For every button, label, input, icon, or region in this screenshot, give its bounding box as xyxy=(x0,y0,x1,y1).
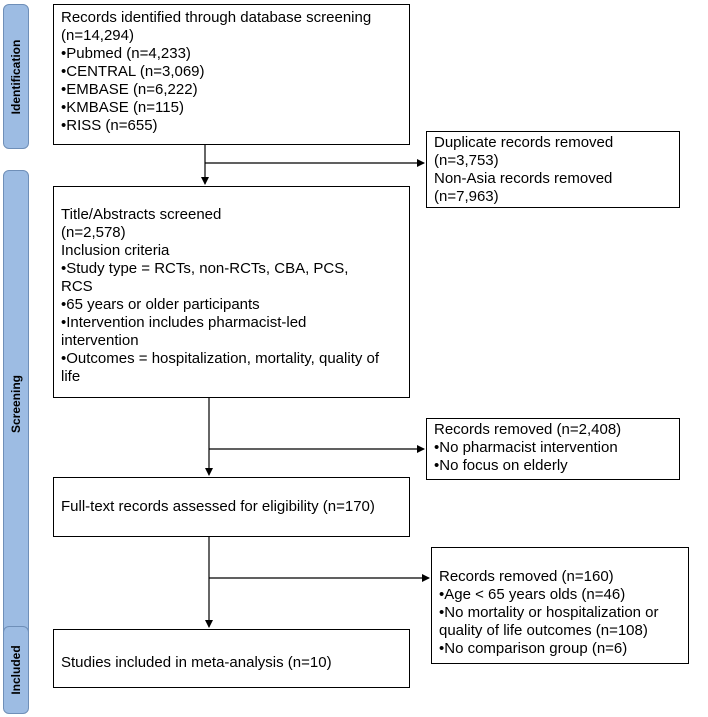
box-line: Records removed (n=160) xyxy=(439,568,614,585)
phase-included: Included xyxy=(3,626,29,714)
box-line: •No comparison group (n=6) xyxy=(439,640,628,657)
box-line: •Study type = RCTs, non-RCTs, CBA, PCS, xyxy=(61,260,349,277)
box-line: Duplicate records removed xyxy=(434,134,614,151)
included-box: Studies included in meta-analysis (n=10) xyxy=(53,629,410,688)
box-line: Full-text records assessed for eligibili… xyxy=(61,498,375,515)
records-removed-2-box: Records removed (n=160) •Age < 65 years … xyxy=(431,547,689,664)
title-abstract-box: Title/Abstracts screened (n=2,578) Inclu… xyxy=(53,186,410,398)
box-line: Records removed (n=2,408) xyxy=(434,421,622,438)
box-line: Studies included in meta-analysis (n=10) xyxy=(61,654,332,671)
box-line: (n=14,294) xyxy=(61,27,134,44)
records-identified-box: Records identified through database scre… xyxy=(53,4,410,145)
records-removed-1-box: Records removed (n=2,408) •No pharmacist… xyxy=(426,418,680,480)
box-line: life xyxy=(61,368,81,385)
box-line: •Outcomes = hospitalization, mortality, … xyxy=(61,350,380,367)
box-line: •No focus on elderly xyxy=(434,457,568,474)
box-line: •65 years or older participants xyxy=(61,296,260,313)
box-line: •EMBASE (n=6,222) xyxy=(61,81,198,98)
box-line: •Age < 65 years olds (n=46) xyxy=(439,586,626,603)
box-line: •Intervention includes pharmacist-led xyxy=(61,314,307,331)
box-line: RCS xyxy=(61,278,93,295)
box-line: quality of life outcomes (n=108) xyxy=(439,622,648,639)
box-line: •KMBASE (n=115) xyxy=(61,99,184,116)
box-line: •CENTRAL (n=3,069) xyxy=(61,63,205,80)
box-line: (n=7,963) xyxy=(434,188,499,205)
box-line: •No mortality or hospitalization or xyxy=(439,604,659,621)
box-line: (n=2,578) xyxy=(61,224,126,241)
box-line: intervention xyxy=(61,332,139,349)
box-line: •Pubmed (n=4,233) xyxy=(61,45,191,62)
box-line: Records identified through database scre… xyxy=(61,9,372,26)
box-line: Non-Asia records removed xyxy=(434,170,613,187)
box-line: Inclusion criteria xyxy=(61,242,170,259)
phase-identification: Identification xyxy=(3,4,29,149)
box-line: (n=3,753) xyxy=(434,152,499,169)
duplicates-removed-box: Duplicate records removed (n=3,753) Non-… xyxy=(426,131,680,208)
phase-screening: Screening xyxy=(3,170,29,638)
box-line: Title/Abstracts screened xyxy=(61,206,222,223)
box-line: •RISS (n=655) xyxy=(61,117,158,134)
box-line: •No pharmacist intervention xyxy=(434,439,618,456)
full-text-box: Full-text records assessed for eligibili… xyxy=(53,477,410,537)
